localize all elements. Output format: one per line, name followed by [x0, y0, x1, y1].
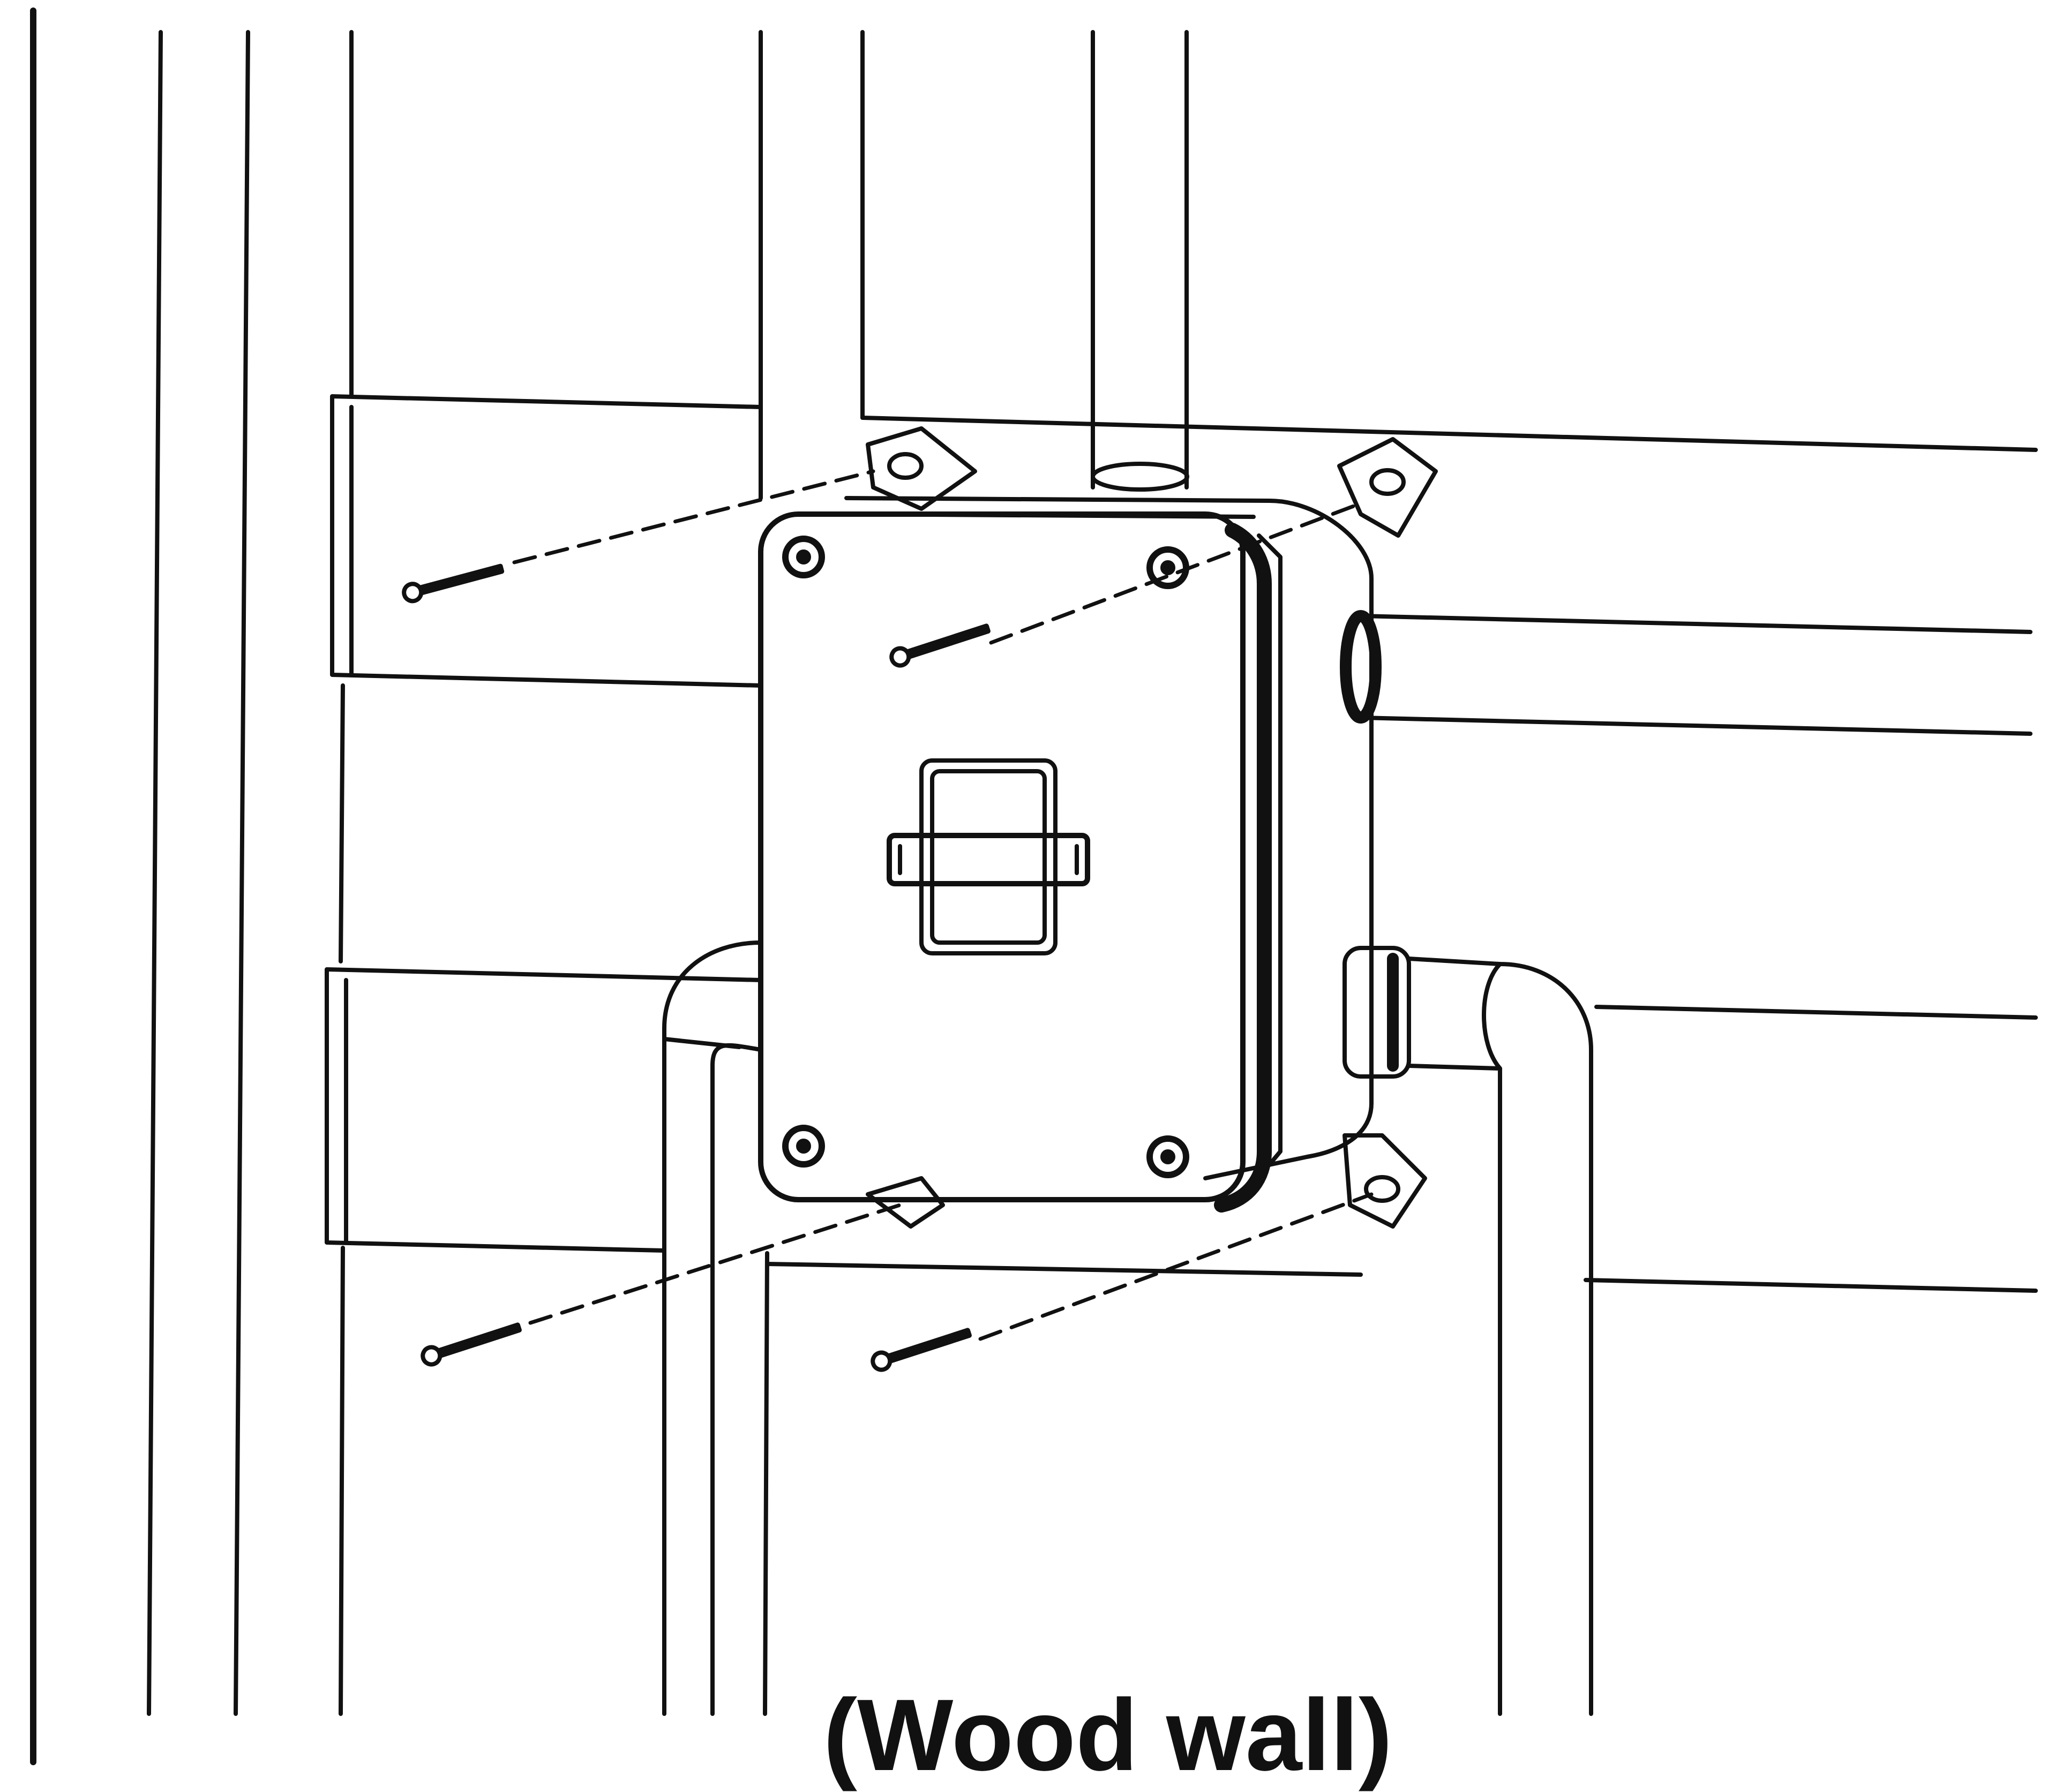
wood-blocking	[325, 394, 2038, 1293]
screw-guide-lines	[512, 469, 1374, 1341]
wood-screw-icon	[402, 563, 505, 604]
junction-box-icon	[758, 426, 1438, 1229]
wood-screw-icon	[889, 623, 991, 668]
wood-screw-icon	[871, 1328, 972, 1372]
caption: (Wood wall)	[823, 1678, 1393, 1792]
screws	[402, 563, 991, 1372]
wood-studs	[30, 7, 1189, 1765]
conduits	[662, 458, 2032, 1716]
wood-screw-icon	[421, 1322, 522, 1367]
